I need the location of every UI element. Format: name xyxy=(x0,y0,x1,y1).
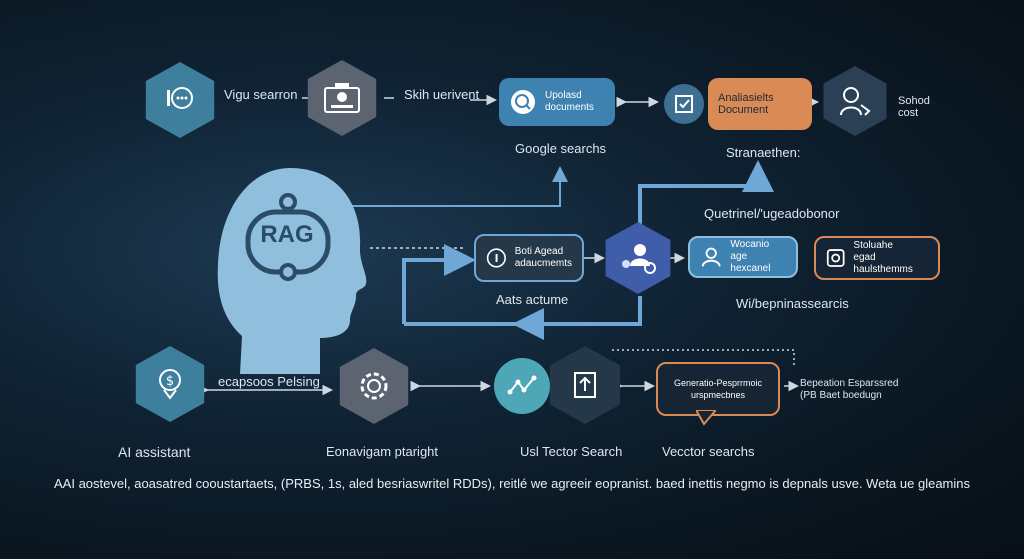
arrow-loop-bottom xyxy=(404,296,642,326)
target-icon xyxy=(826,249,845,267)
team-hex[interactable] xyxy=(605,222,671,294)
label-ecap: ecapsoos Pelsing xyxy=(218,374,320,389)
user-icon xyxy=(701,247,721,267)
wocanio-card-text: Wocanio age hexcanel xyxy=(730,239,771,274)
team-network-icon xyxy=(622,244,656,274)
label-web: Wi/bepninassearcis xyxy=(736,296,849,311)
location-target-icon: $ xyxy=(159,369,181,400)
chart-circle[interactable] xyxy=(494,358,550,414)
document-card-icon xyxy=(324,83,360,113)
rag-head-silhouette xyxy=(217,168,367,374)
chart-nodes-icon xyxy=(507,375,537,395)
label-vector-searchs: Vecctor searchs xyxy=(662,444,755,459)
bottom-caption: AAI aostevel, aoasatred cooustartaets, (… xyxy=(54,476,970,491)
label-bepeation: Bepeation Esparssred (PB Baet boedugn xyxy=(800,378,899,401)
analysis-circle[interactable] xyxy=(664,84,704,124)
bubble-tail xyxy=(696,410,716,426)
stoluahe-card[interactable]: Stoluahe egad haulsthemms xyxy=(814,236,940,280)
label-eonavigam: Eonavigam ptaright xyxy=(326,444,439,459)
search-icon xyxy=(511,90,535,114)
dotted-bottom xyxy=(612,349,795,366)
analysis-document-card[interactable]: Analiasielts Document xyxy=(708,78,812,130)
document-hex[interactable] xyxy=(307,60,377,136)
arrow-head-google xyxy=(352,166,568,207)
info-icon xyxy=(486,248,506,268)
label-ai-assistant: AI assistant xyxy=(118,444,191,460)
label-stranaethen: Stranaethen: xyxy=(726,145,801,160)
document-check-icon xyxy=(675,95,693,113)
label-skih: Skih uerivent xyxy=(404,87,480,102)
label-query: Quetrinel/'ugeadobonor xyxy=(704,206,840,221)
label-google-searches: Google searchs xyxy=(515,141,607,156)
upload-card-text: Upolasd documents xyxy=(545,90,594,113)
label-ust: Usl Tector Search xyxy=(520,444,623,459)
speech-bubble[interactable]: Generatio-Pesprrmoic urspmecbnes xyxy=(656,362,780,416)
upload-documents-card[interactable]: Upolasd documents xyxy=(499,78,615,126)
file-upload-icon xyxy=(574,372,596,398)
rag-text: RAG xyxy=(260,221,314,248)
stoluahe-card-text: Stoluahe egad haulsthemms xyxy=(853,240,913,275)
person-hand-icon xyxy=(840,87,871,116)
bot-card-text: Boti Agead adaucmemts xyxy=(514,246,572,269)
bot-agent-card[interactable]: Boti Agead adaucmemts xyxy=(474,234,584,282)
label-school-cost: Sohod cost xyxy=(898,95,930,119)
wocanio-card[interactable]: Wocanio age hexcanel xyxy=(688,236,798,278)
bubble-text: Generatio-Pesprrmoic urspmecbnes xyxy=(673,378,763,400)
analysis-card-text: Analiasielts Document xyxy=(718,92,774,116)
arrow-loop-bot xyxy=(402,244,476,324)
svg-text:$: $ xyxy=(166,374,174,389)
label-acts: Aats actume xyxy=(496,292,569,307)
chat-info-icon xyxy=(167,87,193,109)
gear-icon xyxy=(360,372,388,400)
label-vigu: Vigu searron xyxy=(224,87,298,102)
arrow-strana xyxy=(638,160,774,236)
